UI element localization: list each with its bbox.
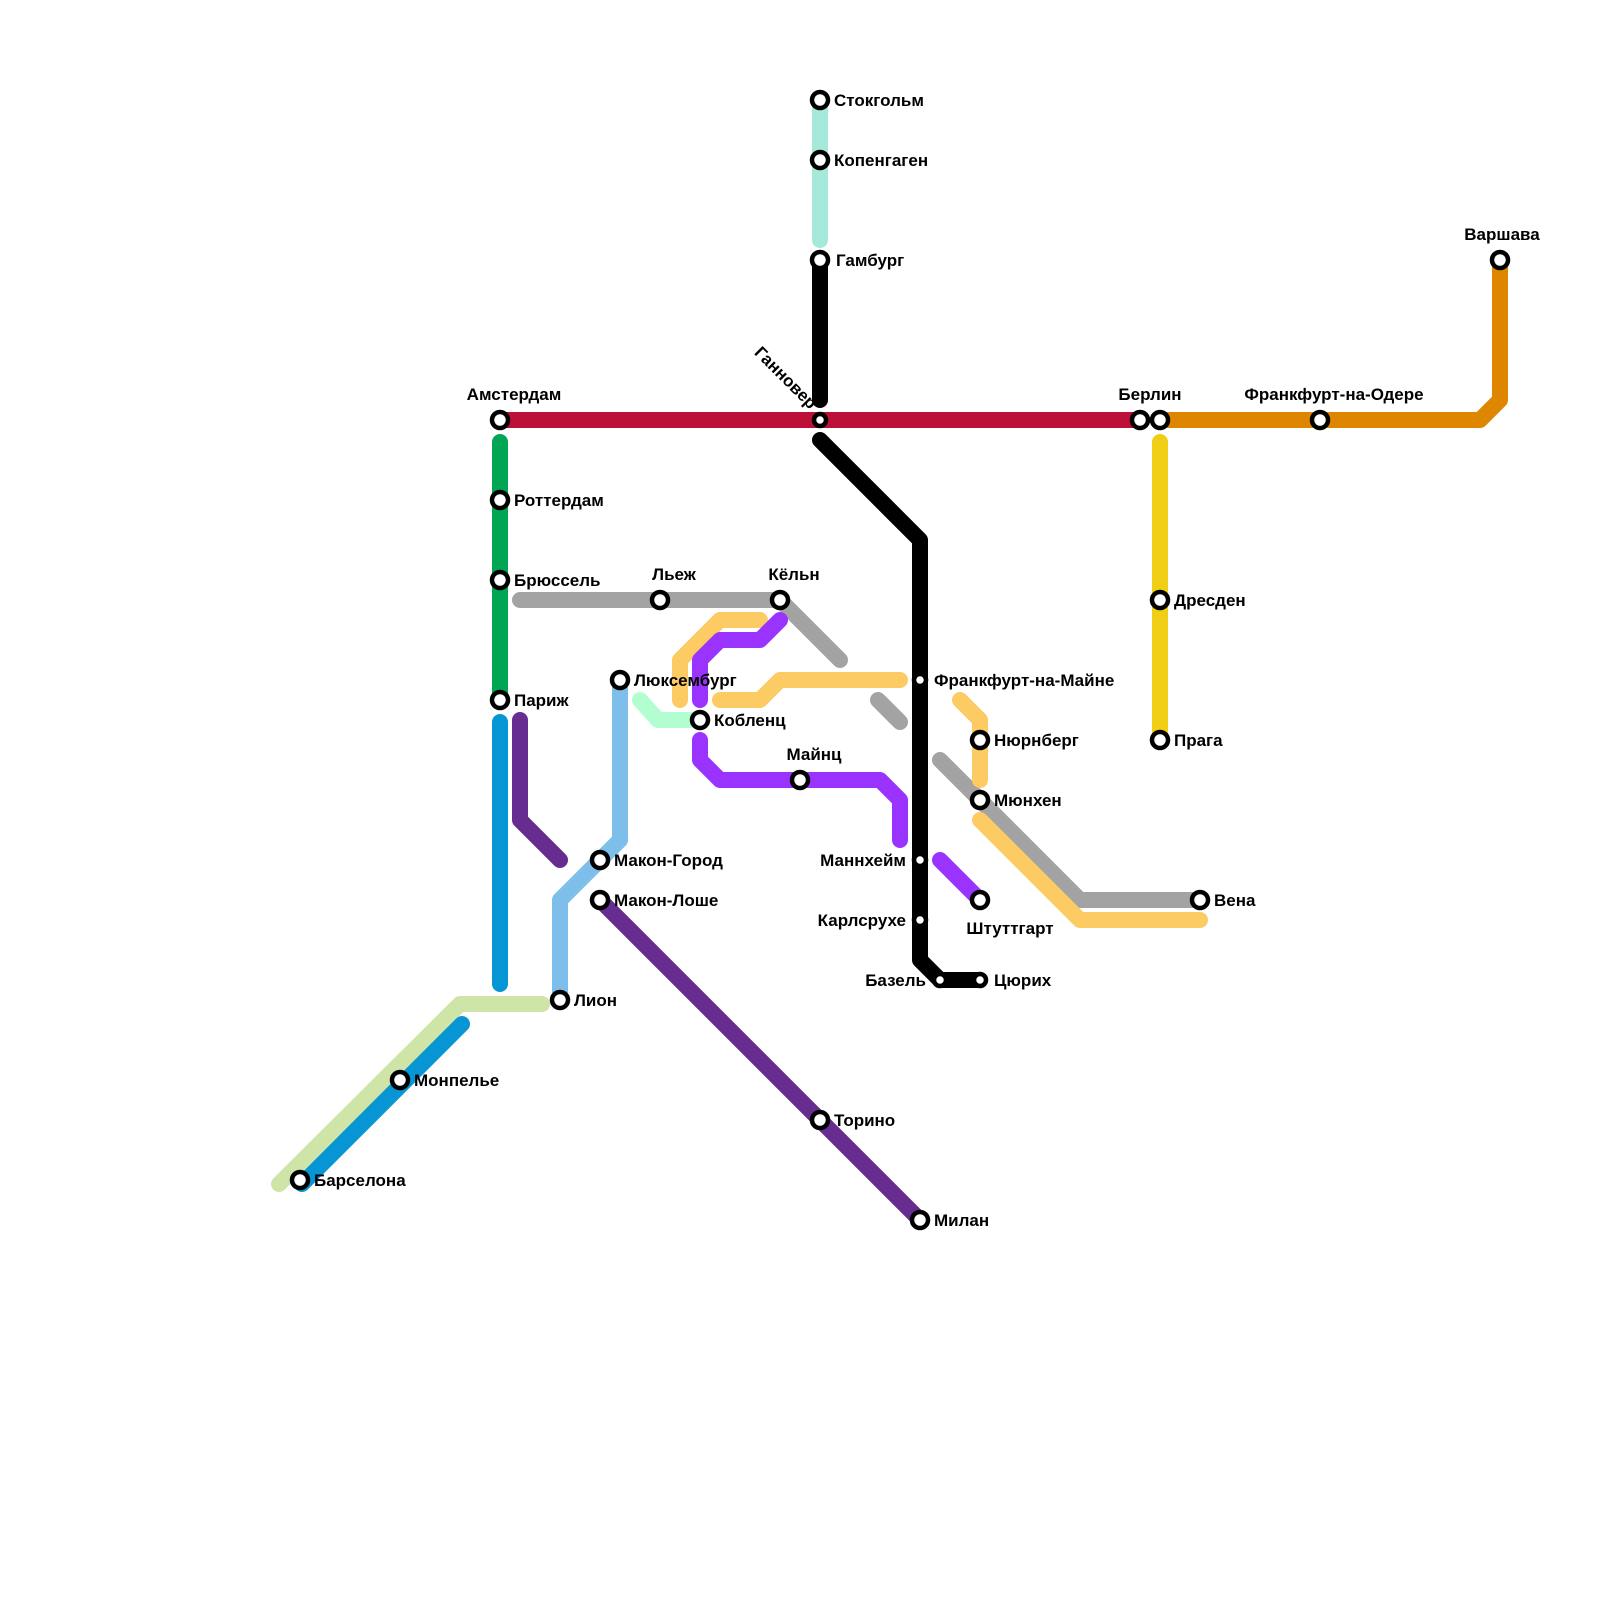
station-stuttgart[interactable] xyxy=(969,889,991,911)
label-montpellier: Монпелье xyxy=(414,1071,499,1090)
station-zurich[interactable] xyxy=(971,971,989,989)
station-frankfurt-oder[interactable] xyxy=(1309,409,1331,431)
station-cologne[interactable] xyxy=(769,589,791,611)
label-hannover: Ганновер xyxy=(751,343,821,413)
line-blue-south xyxy=(294,1016,470,1192)
station-lyon[interactable] xyxy=(549,989,571,1011)
station-copenhagen[interactable] xyxy=(809,149,831,171)
station-brussels[interactable] xyxy=(489,569,511,591)
station-montpellier[interactable] xyxy=(389,1069,411,1091)
label-frankfurt-main: Франкфурт-на-Майне xyxy=(934,671,1114,690)
label-torino: Торино xyxy=(834,1111,895,1130)
label-amsterdam: Амстердам xyxy=(467,385,562,404)
line-gray-short xyxy=(870,692,908,730)
label-rotterdam: Роттердам xyxy=(514,491,604,510)
station-warsaw[interactable] xyxy=(1489,249,1511,271)
station-macon-city[interactable] xyxy=(589,849,611,871)
station-koblenz[interactable] xyxy=(689,709,711,731)
label-paris: Париж xyxy=(514,691,570,710)
label-macon-city: Макон-Город xyxy=(614,851,723,870)
label-karlsruhe: Карлсрухе xyxy=(818,911,906,930)
label-brussels: Брюссель xyxy=(514,571,601,590)
label-basel: Базель xyxy=(865,971,926,990)
label-zurich: Цюрих xyxy=(994,971,1052,990)
line-purple xyxy=(692,612,788,708)
label-vienna: Вена xyxy=(1214,891,1256,910)
label-stuttgart: Штуттгарт xyxy=(966,919,1053,938)
line-yellow-orange-south xyxy=(972,812,1208,928)
station-prague[interactable] xyxy=(1149,729,1171,751)
station-mainz[interactable] xyxy=(789,769,811,791)
label-dresden: Дресден xyxy=(1174,591,1246,610)
line-light-blue xyxy=(552,672,628,1008)
station-macon-loche[interactable] xyxy=(589,889,611,911)
label-frankfurt-oder: Франкфурт-на-Одере xyxy=(1244,385,1423,404)
label-copenhagen: Копенгаген xyxy=(834,151,928,170)
station-mannheim[interactable] xyxy=(911,851,929,869)
station-hamburg[interactable] xyxy=(809,249,831,271)
station-berlin-west[interactable] xyxy=(1129,409,1151,431)
label-lyon: Лион xyxy=(574,991,617,1010)
label-mannheim: Маннхейм xyxy=(820,851,906,870)
line-light-green xyxy=(271,996,550,1192)
station-rotterdam[interactable] xyxy=(489,489,511,511)
station-munich[interactable] xyxy=(969,789,991,811)
label-munich: Мюнхен xyxy=(994,791,1062,810)
line-yellow-orange-west xyxy=(672,612,768,708)
station-karlsruhe[interactable] xyxy=(911,911,929,929)
label-milan: Милан xyxy=(934,1211,989,1230)
label-macon-loche: Макон-Лоше xyxy=(614,891,718,910)
label-koblenz: Кобленц xyxy=(714,711,786,730)
station-hannover[interactable] xyxy=(811,411,829,429)
label-prague: Прага xyxy=(1174,731,1223,750)
station-milan[interactable] xyxy=(909,1209,931,1231)
line-yellow-orange xyxy=(712,672,908,708)
station-dresden[interactable] xyxy=(1149,589,1171,611)
station-berlin-east[interactable] xyxy=(1149,409,1171,431)
label-berlin: Берлин xyxy=(1118,385,1181,404)
label-liege: Льеж xyxy=(652,565,697,584)
station-vienna[interactable] xyxy=(1189,889,1211,911)
line-dark-purple-south xyxy=(592,892,928,1228)
station-stockholm[interactable] xyxy=(809,89,831,111)
line-yellow-orange-east xyxy=(952,692,988,788)
station-liege[interactable] xyxy=(649,589,671,611)
station-basel[interactable] xyxy=(931,971,949,989)
station-amsterdam[interactable] xyxy=(489,409,511,431)
station-nuremberg[interactable] xyxy=(969,729,991,751)
station-luxembourg[interactable] xyxy=(609,669,631,691)
line-black xyxy=(812,432,988,988)
label-stockholm: Стокгольм xyxy=(834,91,924,110)
label-cologne: Кёльн xyxy=(768,565,819,584)
label-hamburg: Гамбург xyxy=(836,251,904,270)
station-torino[interactable] xyxy=(809,1109,831,1131)
label-nuremberg: Нюрнберг xyxy=(994,731,1079,750)
station-paris[interactable] xyxy=(489,689,511,711)
label-mainz: Майнц xyxy=(787,745,843,764)
station-barcelona[interactable] xyxy=(289,1169,311,1191)
label-warsaw: Варшава xyxy=(1464,225,1540,244)
station-frankfurt-main[interactable] xyxy=(911,671,929,689)
line-mint xyxy=(632,692,698,728)
label-barcelona: Барселона xyxy=(314,1171,406,1190)
line-dark-purple xyxy=(512,712,568,868)
label-luxembourg: Люксембург xyxy=(634,671,737,690)
